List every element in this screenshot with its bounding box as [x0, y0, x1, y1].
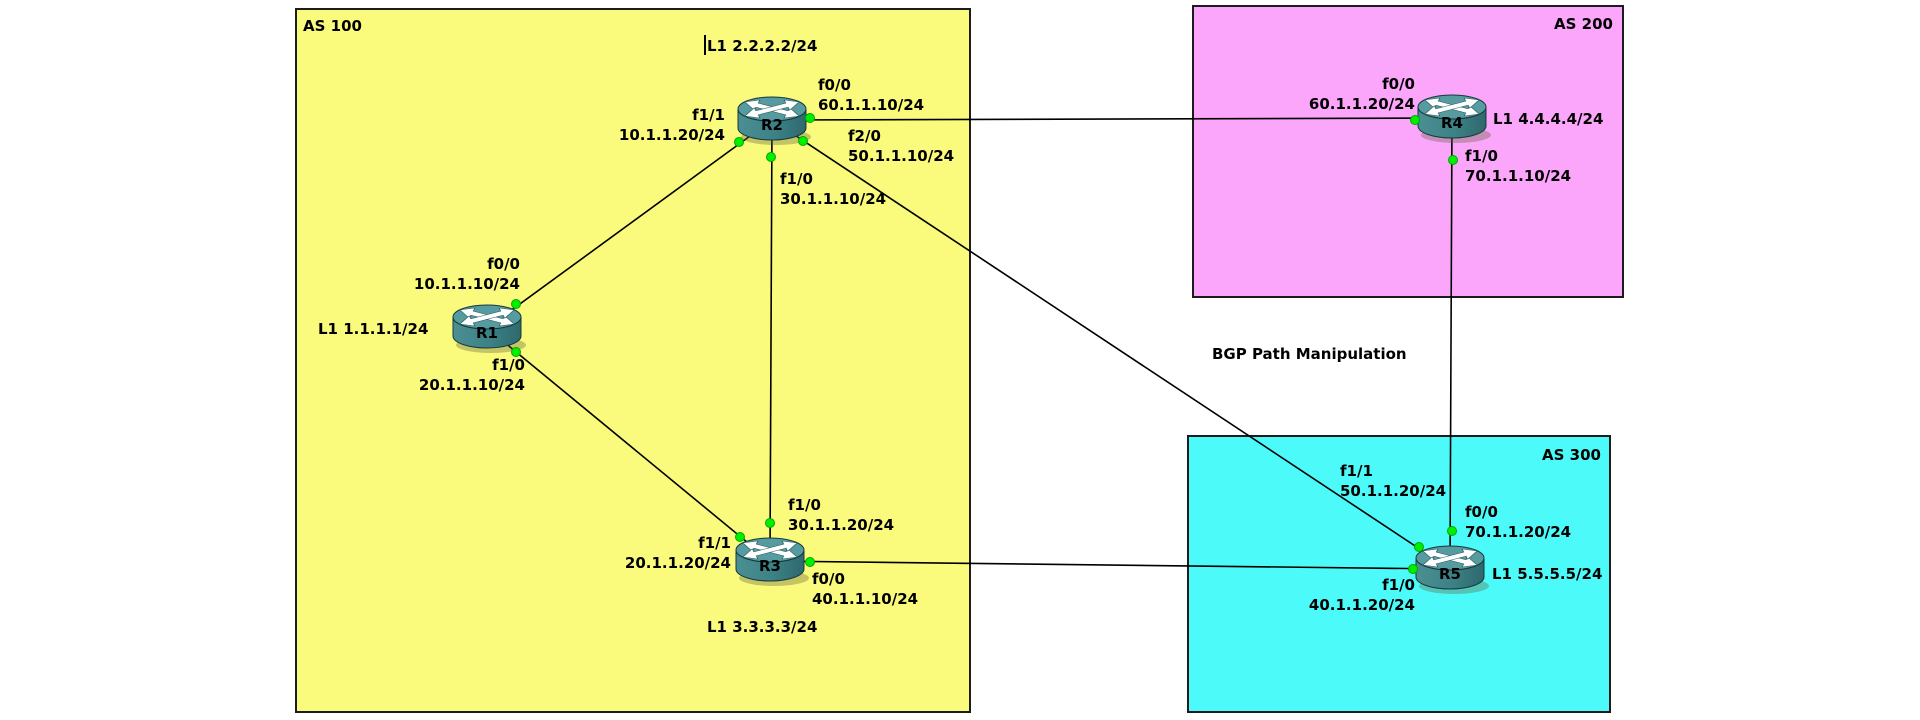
as100-label: AS 100 — [303, 17, 362, 35]
endpoint-r2-f1-1 — [734, 137, 744, 147]
endpoint-r3-f0-0 — [805, 557, 815, 567]
label-r4-loopback: L1 4.4.4.4/24 — [1493, 110, 1604, 128]
router-label: R5 — [1439, 565, 1461, 583]
label-r1-loopback: L1 1.1.1.1/24 — [318, 320, 429, 338]
as300-label: AS 300 — [1542, 446, 1601, 464]
text-edit-cursor — [704, 35, 706, 55]
router-label: R1 — [476, 324, 498, 342]
router-label: R2 — [761, 116, 783, 134]
router-icon: R4 — [1417, 94, 1491, 143]
router-arrows-icon — [1424, 97, 1480, 117]
router-label: R3 — [759, 557, 781, 575]
endpoint-r1-f0-0 — [511, 299, 521, 309]
endpoint-r3-f1-1 — [735, 532, 745, 542]
endpoint-r2-f1-0 — [766, 152, 776, 162]
label-r2-loopback[interactable]: L1 2.2.2.2/24 — [704, 35, 1920, 56]
endpoint-r5-f1-1 — [1414, 542, 1424, 552]
endpoint-r4-f1-0 — [1448, 155, 1458, 165]
endpoint-r2-f0-0 — [805, 113, 815, 123]
router-arrows-icon — [744, 99, 800, 119]
router-r4[interactable]: R4 — [1412, 90, 1492, 146]
endpoint-r5-f0-0 — [1447, 526, 1457, 536]
endpoint-r2-f2-0 — [798, 136, 808, 146]
label-r5-loopback: L1 5.5.5.5/24 — [1492, 565, 1603, 583]
router-label: R4 — [1441, 114, 1463, 132]
diagram-title: BGP Path Manipulation — [1212, 345, 1407, 363]
endpoint-r3-f1-0 — [765, 518, 775, 528]
as200-label: AS 200 — [1554, 15, 1613, 33]
endpoint-r4-f0-0 — [1410, 115, 1420, 125]
label-r3-loopback: L1 3.3.3.3/24 — [707, 618, 818, 636]
endpoint-r5-f1-0 — [1408, 564, 1418, 574]
